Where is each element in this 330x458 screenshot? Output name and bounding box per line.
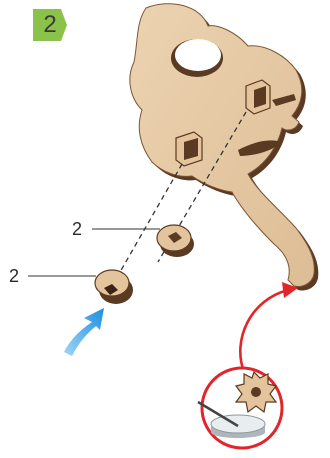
panel-peg-upper — [246, 80, 270, 114]
quantity-callout-upper: 2 — [72, 219, 82, 239]
spacer-disc-upper — [157, 225, 194, 257]
step-badge: 2 — [31, 7, 69, 43]
step-number: 2 — [31, 11, 69, 39]
panel-peg-lower — [176, 132, 202, 166]
red-arrow-icon — [240, 282, 298, 372]
spacer-disc-lower — [95, 270, 133, 304]
quantity-callout-lower: 2 — [9, 266, 19, 286]
glue-brush-icon — [198, 368, 282, 448]
key-panel — [130, 4, 318, 291]
arrow-up-right-icon — [64, 308, 104, 356]
